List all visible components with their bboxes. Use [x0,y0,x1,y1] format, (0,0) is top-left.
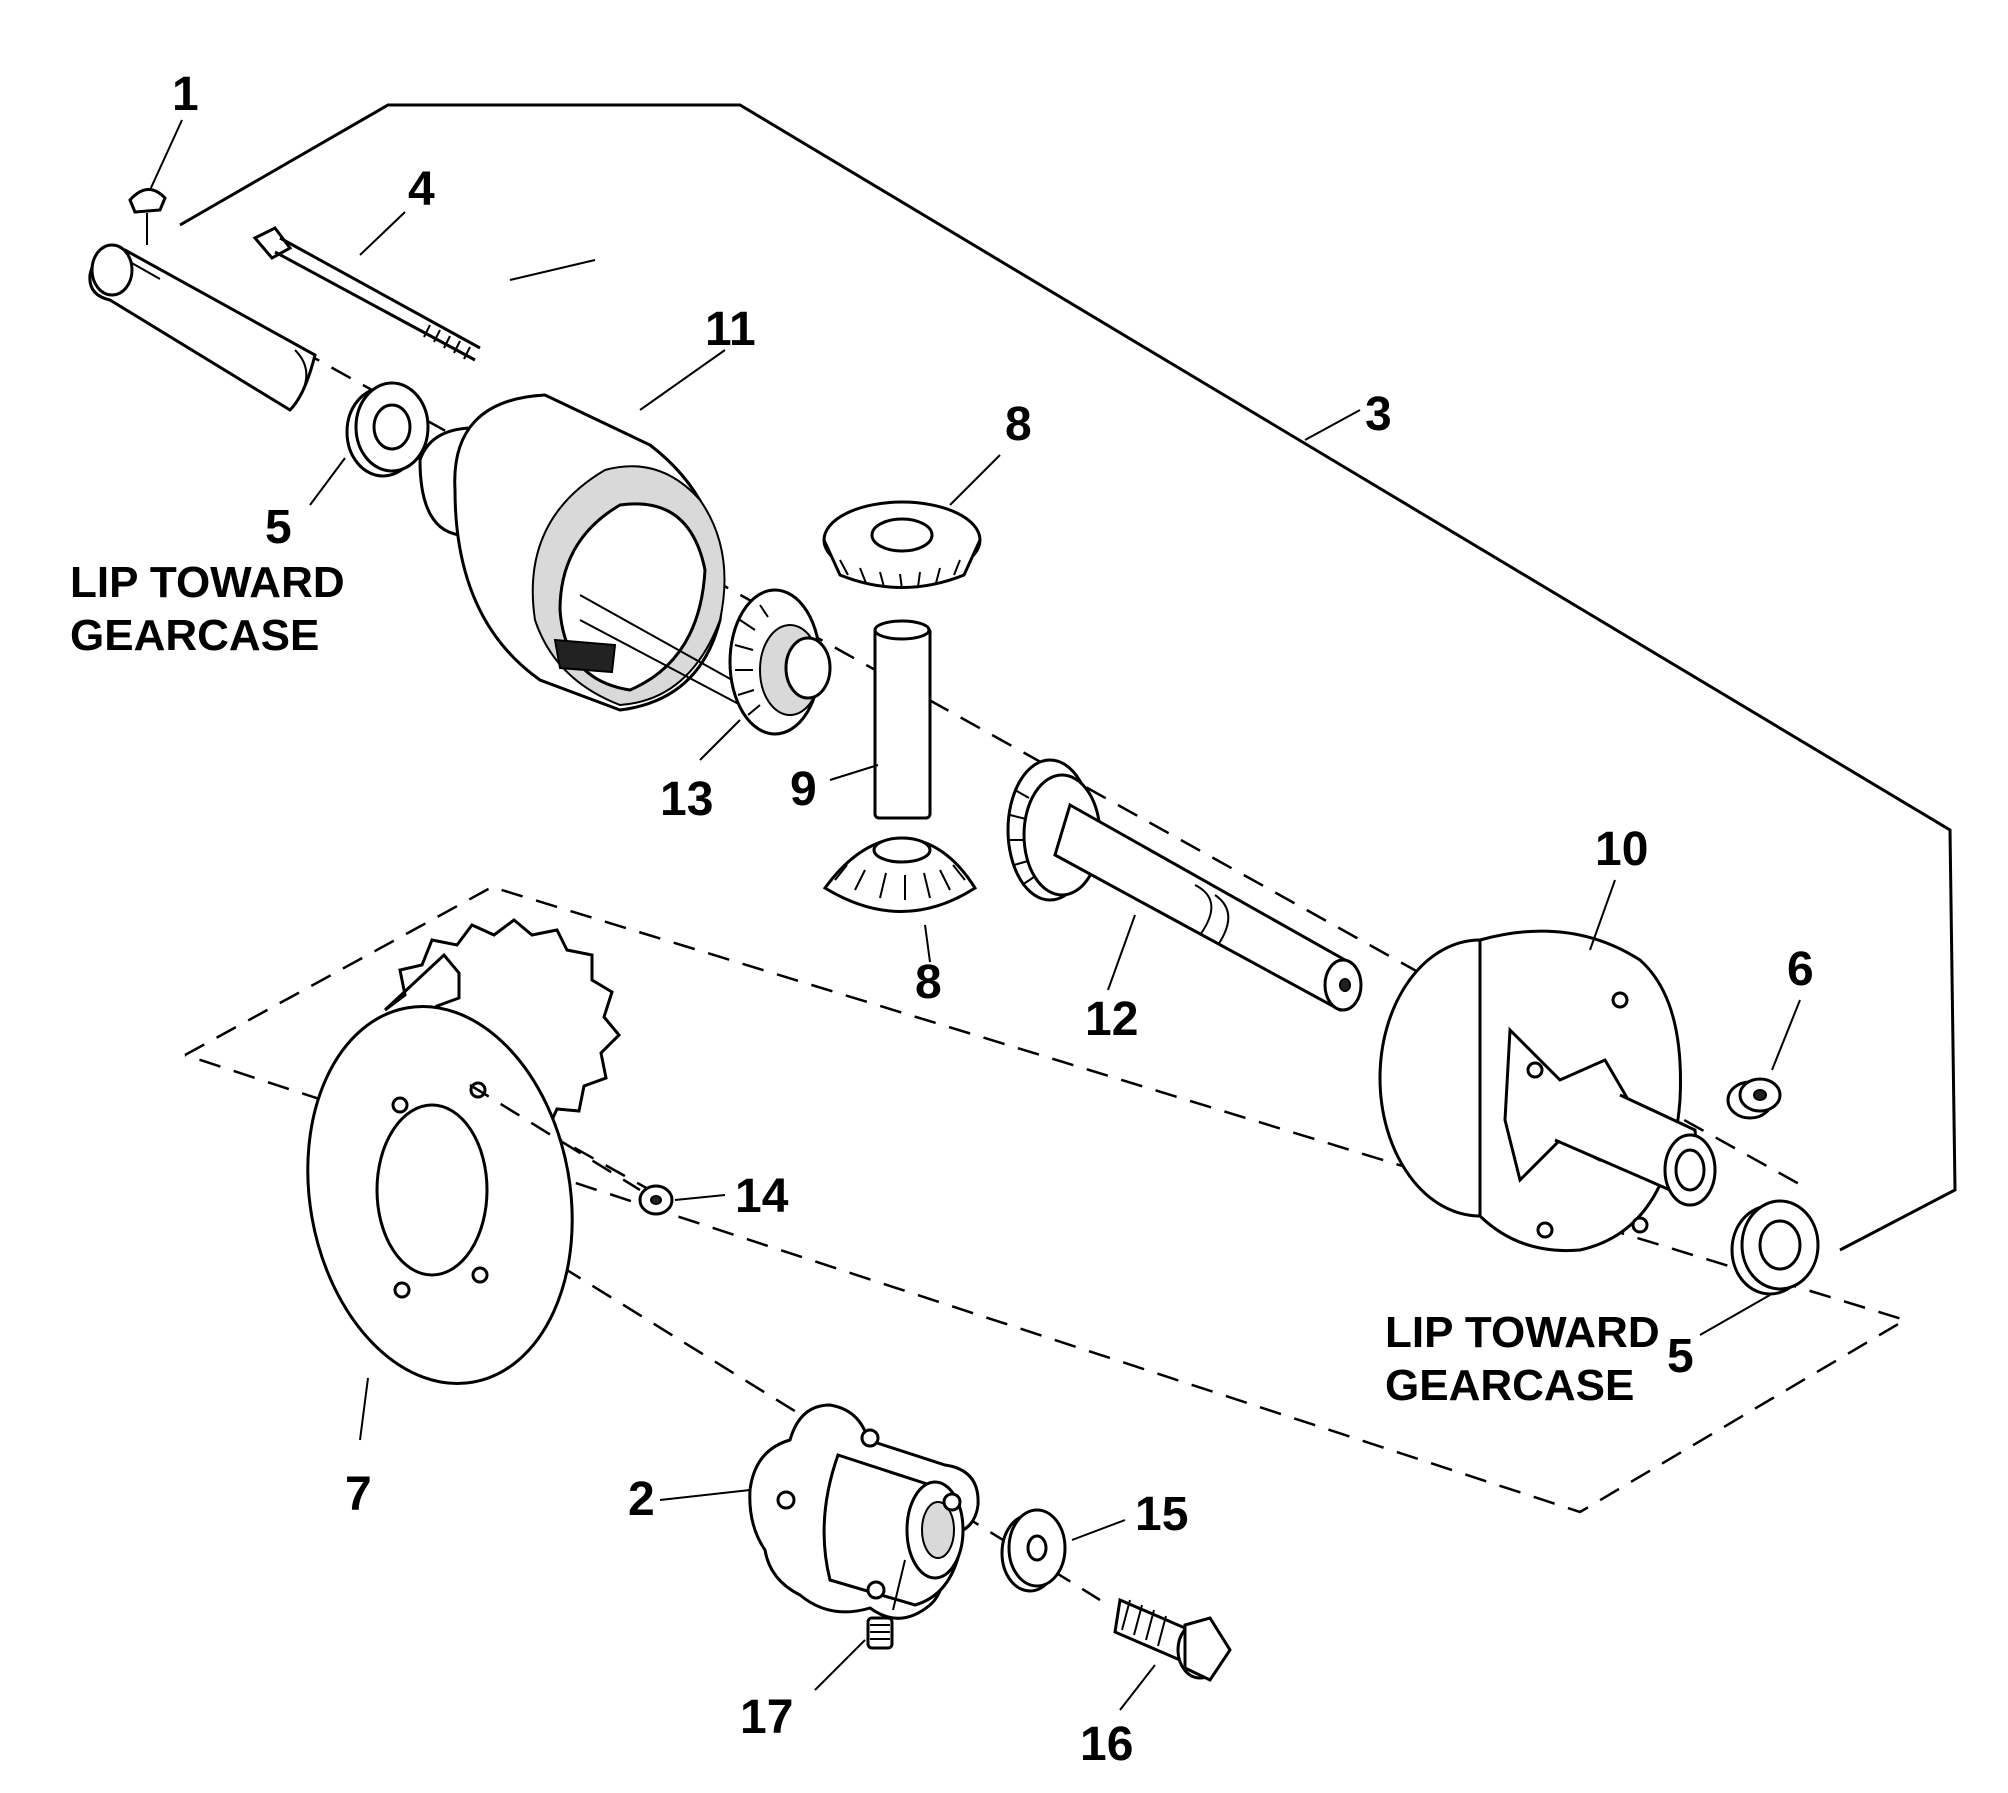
callout-11: 11 [705,303,756,356]
nut-6 [1726,1077,1782,1120]
callout-labels: 1 4 11 8 3 5 13 9 10 8 12 6 14 5 7 2 15 … [172,68,1814,1771]
callout-13: 13 [660,773,713,826]
callout-3: 3 [1365,388,1392,441]
hub-flange-2 [748,1403,980,1620]
callout-6: 6 [1787,943,1814,996]
note-left-line2: GEARCASE [70,611,319,660]
nut-14 [469,1083,674,1216]
set-screw-17 [866,1616,894,1650]
callout-14: 14 [735,1170,789,1223]
callout-17: 17 [740,1691,793,1744]
note-right-line2: GEARCASE [1385,1361,1634,1410]
callout-7: 7 [345,1468,372,1521]
bevel-gear-13 [728,588,832,736]
callout-5-right: 5 [1667,1330,1694,1383]
callout-10: 10 [1595,823,1648,876]
callout-5-left: 5 [265,501,292,554]
callout-2: 2 [628,1473,655,1526]
left-axle-shaft [88,243,317,412]
note-right-line1: LIP TOWARD [1385,1308,1660,1357]
woodruff-key-1 [128,188,167,245]
gear-housing-11 [418,393,751,712]
callout-4: 4 [408,163,435,216]
sprocket-subassembly-bracket [184,885,1909,1514]
bevel-pinion-8-upper [822,500,982,590]
right-axle-shaft-12 [1006,758,1363,1012]
callout-8-lower: 8 [915,956,942,1009]
callout-12: 12 [1085,993,1138,1046]
pinion-shaft-9 [873,619,932,820]
seal-5-left [345,381,430,478]
bevel-pinion-8-lower [822,836,978,913]
assembly-bracket-3 [179,103,1957,1252]
callout-8-upper: 8 [1005,398,1032,451]
callout-16: 16 [1080,1718,1133,1771]
washer-15 [1000,1508,1067,1593]
note-right: LIP TOWARD GEARCASE [1385,1308,1660,1410]
axle-centerline [299,348,1811,1602]
note-left-line1: LIP TOWARD [70,558,345,607]
sprocket-7 [306,918,622,1441]
note-left: LIP TOWARD GEARCASE [70,558,345,660]
leader-lines [149,119,1801,1711]
callout-15: 15 [1135,1488,1188,1541]
long-bolt-4 [252,226,481,362]
callout-1: 1 [172,68,199,121]
cap-screw-16 [1113,1597,1232,1682]
seal-5-right [1730,1199,1820,1296]
callout-9: 9 [790,763,817,816]
gear-housing-10 [1378,929,1717,1253]
